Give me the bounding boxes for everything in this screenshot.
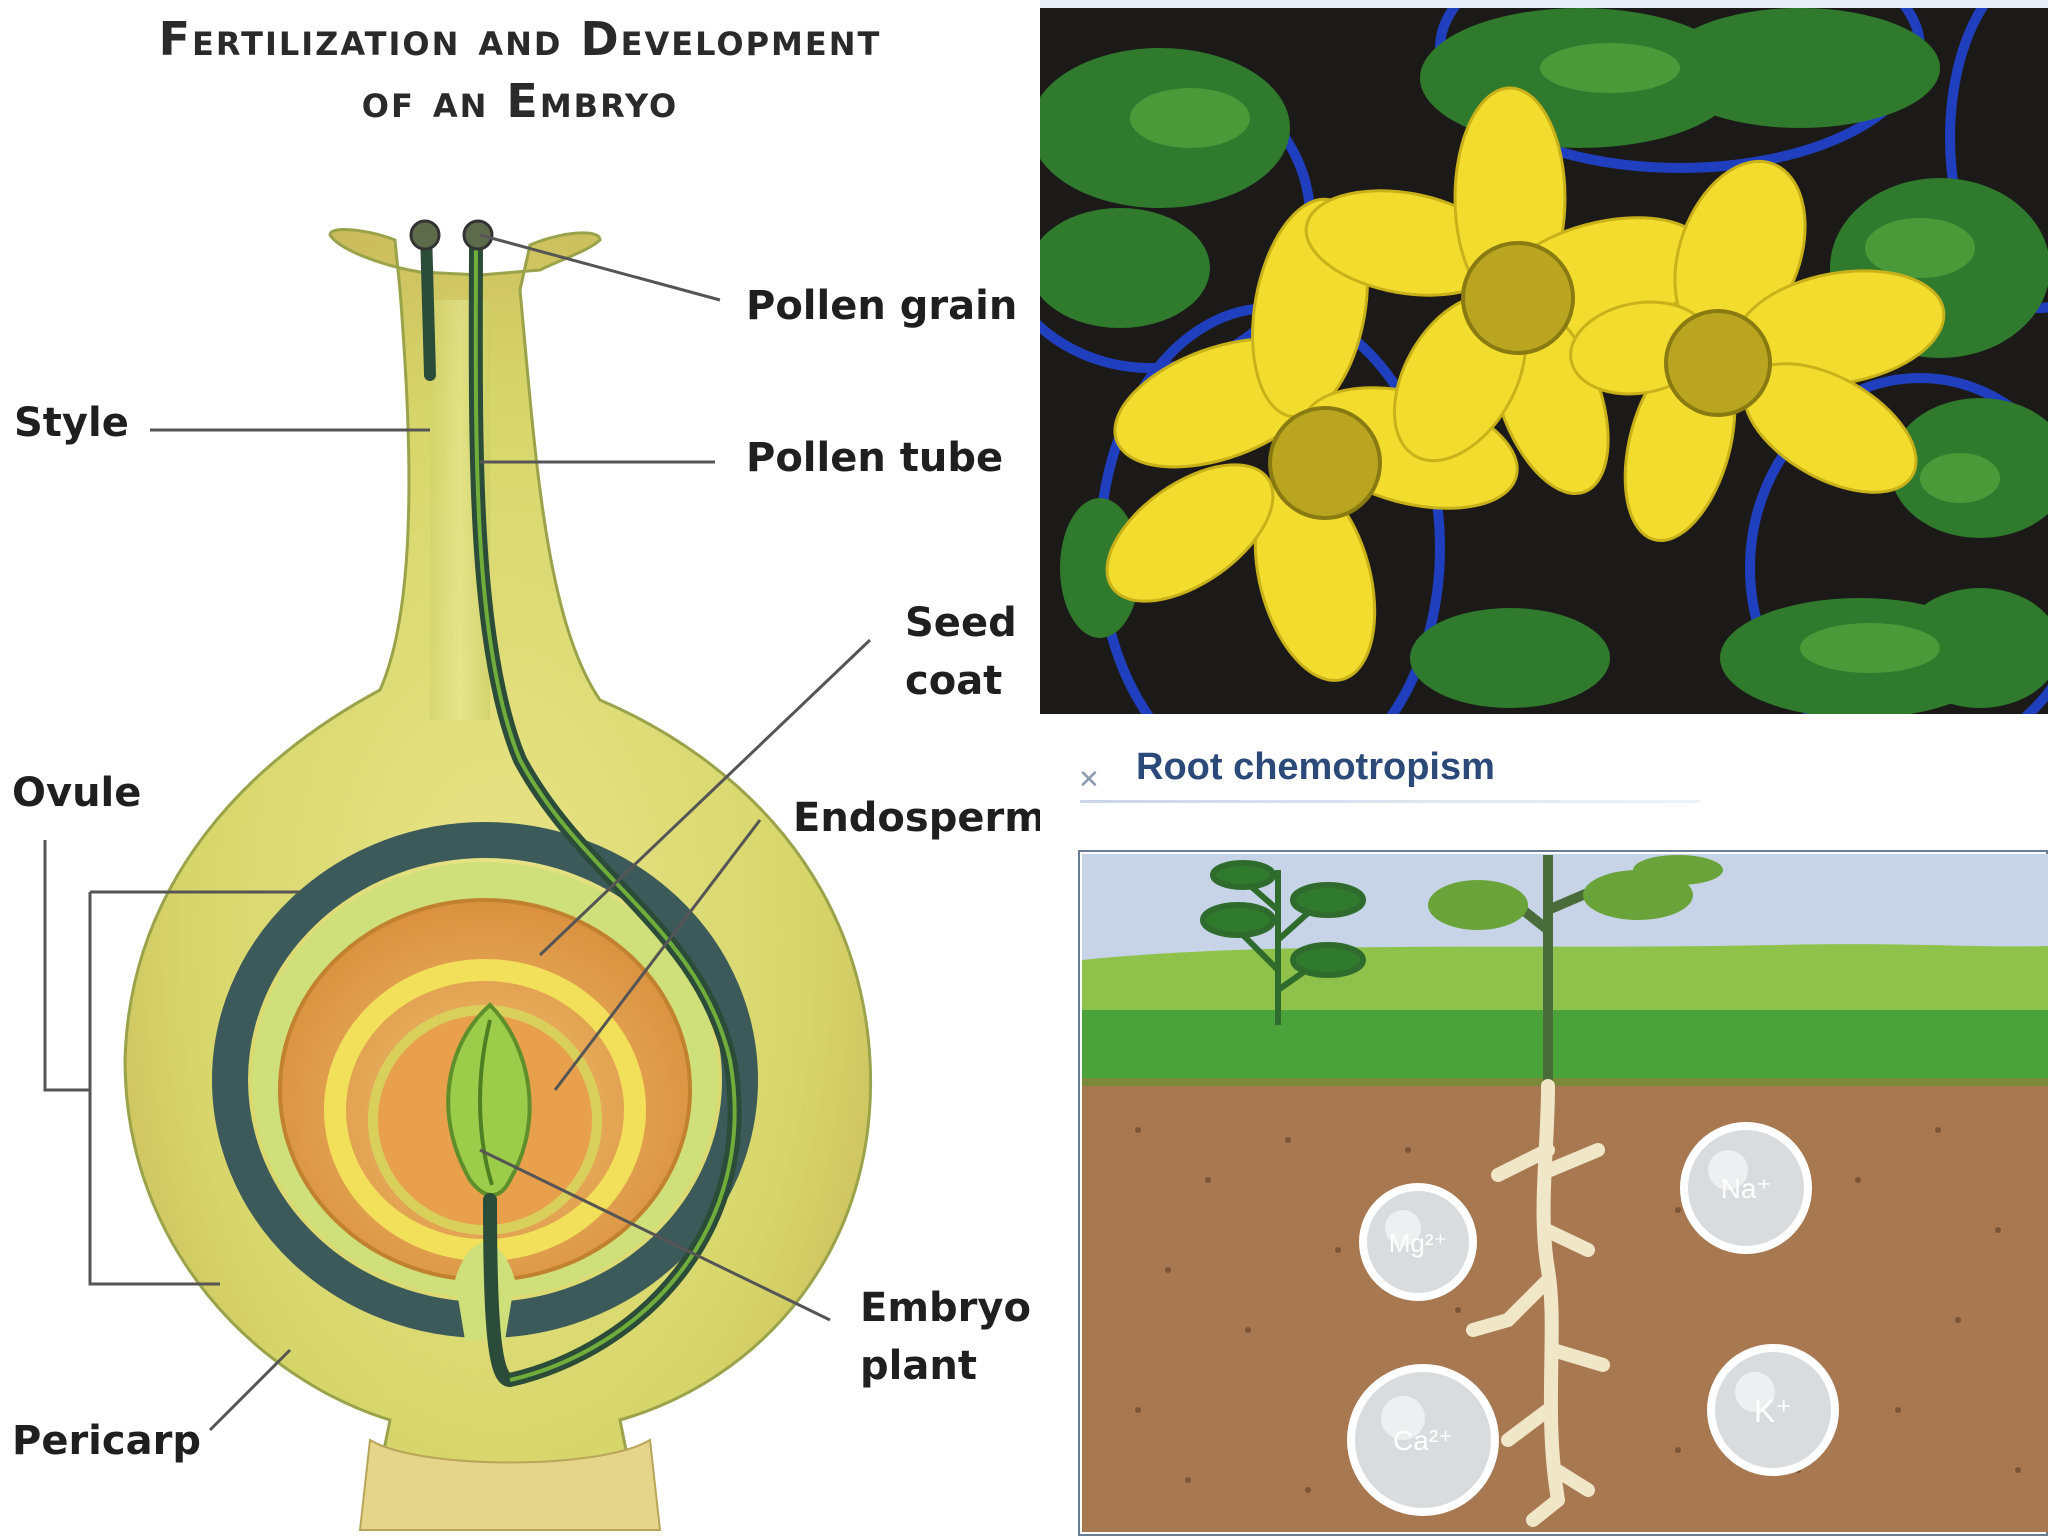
top-strip [1040, 0, 2048, 8]
diagram-title-line1: Fertilization and Development [0, 8, 1040, 70]
ion-bubble-na: Na⁺ [1684, 1126, 1808, 1250]
title-underline [1080, 800, 1700, 803]
root-chemotropism-panel: ✕ Root chemotropism [1040, 714, 2048, 1536]
ion-label-mg: Mg²⁺ [1389, 1228, 1448, 1258]
root-chemotropism-scene: Mg²⁺ Na⁺ Ca²⁺ K⁺ [1078, 850, 2048, 1536]
pollen-grain-2 [464, 221, 492, 249]
root-chemotropism-title: Root chemotropism [1136, 746, 1495, 789]
flower-middle-center [1463, 243, 1573, 353]
ion-bubble-mg: Mg²⁺ [1363, 1187, 1473, 1297]
ion-label-ca: Ca²⁺ [1393, 1425, 1453, 1456]
tree-leaf-left [1428, 880, 1528, 930]
ion-label-na: Na⁺ [1721, 1173, 1772, 1204]
diagram-title: Fertilization and Development of an Embr… [0, 8, 1040, 132]
label-embryo-plant-line2: plant [860, 1343, 977, 1389]
ion-bubble-k: K⁺ [1711, 1348, 1835, 1472]
label-pericarp: Pericarp [12, 1418, 201, 1464]
ion-bubble-ca: Ca²⁺ [1351, 1368, 1495, 1512]
label-style: Style [14, 400, 129, 446]
label-endosperm: Endosperm [793, 795, 1046, 841]
fertilization-diagram-panel: Fertilization and Development of an Embr… [0, 0, 1040, 1536]
flower-right-center [1666, 311, 1770, 415]
pollen-tube-left [426, 232, 430, 375]
label-embryo-plant-line1: Embryo [860, 1285, 1031, 1331]
soil [1082, 1086, 2048, 1532]
diagram-title-line2: of an Embryo [0, 70, 1040, 132]
label-seed-coat-line2: coat [905, 658, 1002, 704]
label-pollen-tube: Pollen tube [746, 435, 1003, 481]
label-seed-coat-line1: Seed [905, 600, 1017, 646]
yellow-flowers-photo [1040, 8, 2048, 714]
pollen-grain-1 [411, 221, 439, 249]
flower-left-center [1270, 408, 1380, 518]
collapse-arrow-icon: ✕ [1078, 764, 1100, 795]
label-pollen-grain: Pollen grain [746, 283, 1017, 329]
ion-label-k: K⁺ [1754, 1393, 1792, 1429]
label-ovule: Ovule [12, 770, 141, 816]
flowers-photo-art [1040, 8, 2048, 714]
